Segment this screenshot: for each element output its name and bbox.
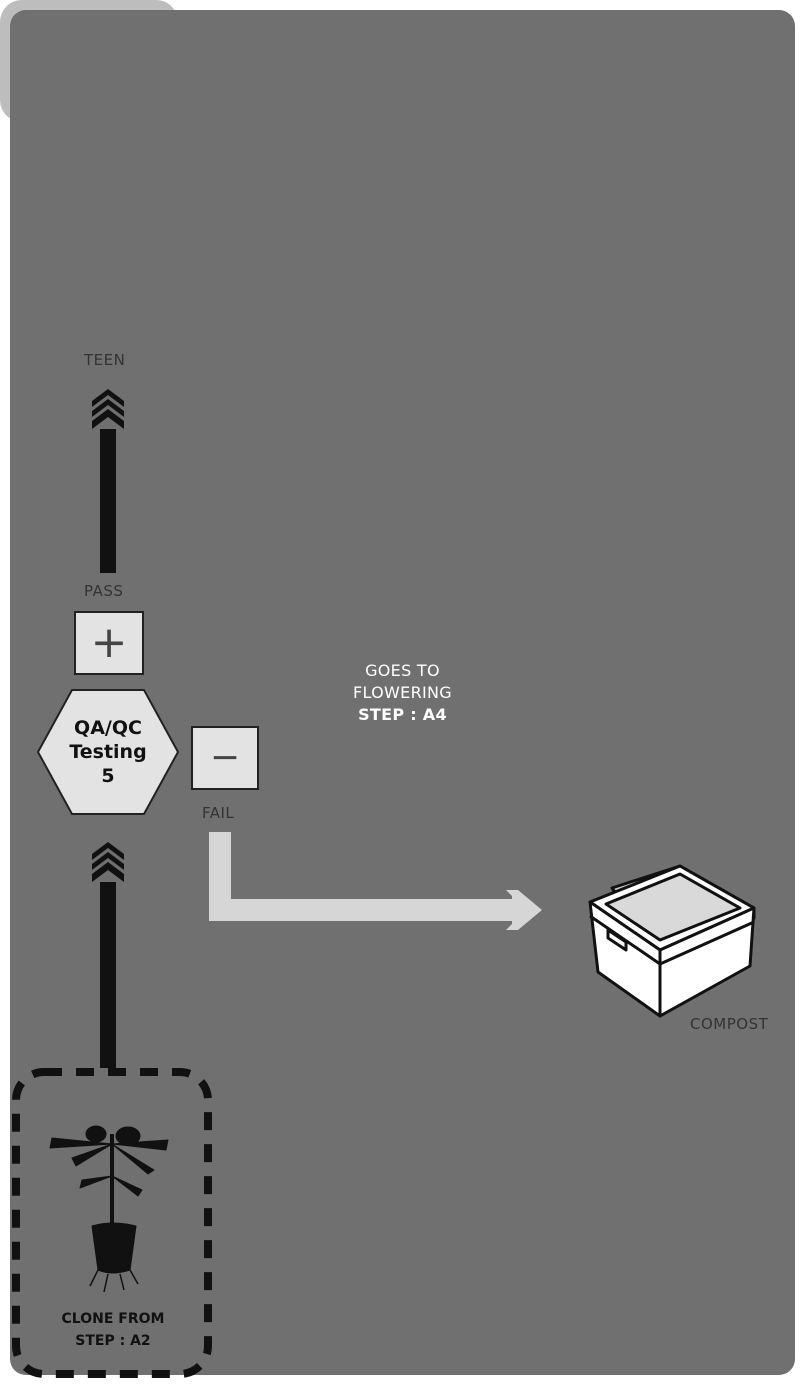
qa-line-1: QA/QC (74, 717, 142, 739)
clone-plant-icon (49, 1125, 169, 1293)
clone-label: CLONE FROM STEP : A2 (18, 1308, 208, 1352)
compost-label: COMPOST (690, 1015, 769, 1033)
arrow-up-to-teen (92, 389, 124, 573)
clone-line-2: STEP : A2 (75, 1333, 151, 1349)
qa-qc-label: QA/QC Testing 5 (38, 690, 178, 814)
flowering-line-1: GOES TO (365, 660, 440, 680)
flowering-line-3: STEP : A4 (358, 704, 447, 724)
arrow-fail-to-compost (209, 832, 542, 930)
qa-qc-hexagon (36, 689, 180, 815)
clone-line-1: CLONE FROM (61, 1311, 165, 1327)
pass-plus-box: + (74, 611, 144, 675)
plus-symbol: + (90, 617, 128, 668)
arrow-up-to-qa (92, 842, 124, 1068)
teen-label: TEEN (84, 351, 126, 369)
fail-minus-box: − (191, 726, 259, 790)
minus-symbol: − (209, 737, 241, 778)
clone-box-border (12, 1068, 212, 1378)
qa-line-3: 5 (101, 765, 115, 787)
fail-label: FAIL (202, 804, 235, 822)
qa-line-2: Testing (69, 741, 147, 763)
compost-bin-icon (588, 864, 756, 1018)
flowering-line-2: FLOWERING (353, 682, 452, 702)
pass-label: PASS (84, 582, 124, 600)
